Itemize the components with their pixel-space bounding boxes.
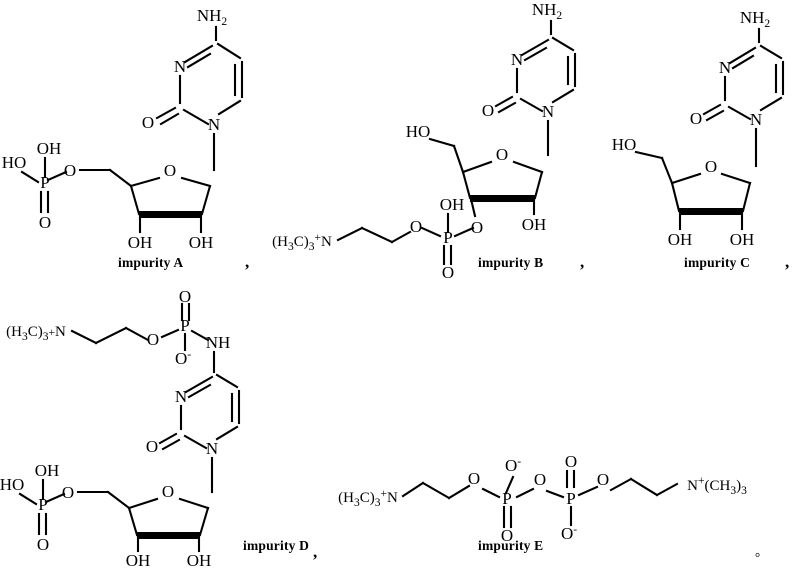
impurity-c-svg: NH2 N N O O HO OH OH	[612, 8, 785, 249]
label-amine-n: NH2	[197, 6, 228, 28]
label-ho-5prime: HO	[406, 122, 431, 141]
phosphate-bonds	[18, 478, 66, 536]
separator-after-impurity-a: ,	[245, 252, 250, 271]
label-ester-o-right: O	[471, 218, 483, 237]
label-ester-o-left: O	[468, 469, 480, 488]
label-carbonyl-o: O	[482, 101, 494, 120]
cytosine-ring-bonds	[702, 27, 785, 168]
impurity-d-svg: (H3C)3+N O P O O- NH	[0, 287, 241, 568]
label-carbonyl-o: O	[146, 437, 158, 456]
label-ring-n3: N	[719, 58, 731, 77]
label-oh-2prime: OH	[187, 551, 212, 568]
label-ribose-ring-o: O	[162, 482, 174, 501]
cytosine-ring-bonds	[155, 25, 244, 172]
label-phosphorus: P	[443, 228, 452, 247]
pyrophosphate-chain-bonds	[401, 469, 679, 529]
label-phosphorus: P	[38, 495, 47, 514]
label-ribose-ring-o: O	[496, 145, 508, 164]
label-p-o-double: O	[39, 213, 51, 232]
label-ring-n3: N	[175, 387, 187, 406]
caption-impurity-d: impurity D	[243, 538, 310, 553]
structure-impurity-b: NH2 N N O O HO OH	[270, 0, 590, 282]
label-ribose-ring-o: O	[705, 157, 717, 176]
phosphoramidate-bonds	[70, 302, 216, 374]
label-amine-n: NH2	[532, 0, 563, 22]
structure-impurity-d: (H3C)3+N O P O O- NH	[0, 287, 340, 568]
label-oh-2prime: OH	[522, 215, 547, 234]
label-ring-n3: N	[511, 50, 523, 69]
label-ring-n1: N	[206, 439, 218, 458]
label-phosphorus: P	[40, 173, 49, 192]
separator-after-impurity-d: ,	[313, 542, 318, 561]
label-ribose-ring-o: O	[164, 161, 176, 180]
label-ring-n1: N	[542, 102, 554, 121]
caption-impurity-b: impurity B	[478, 255, 544, 270]
phosphate-bonds	[20, 156, 68, 214]
label-ho-5prime: HO	[612, 135, 637, 154]
label-ester-o: O	[64, 161, 76, 180]
ribose-ring-bonds	[634, 150, 752, 231]
label-p-left-o-minus: O-	[505, 456, 521, 475]
label-p-ho-left: HO	[2, 153, 27, 172]
label-ring-n3: N	[174, 57, 186, 76]
label-p-right-o-double: O	[565, 452, 577, 471]
label-oh-3prime: OH	[668, 230, 693, 249]
ribose-ring-bonds	[78, 168, 212, 234]
label-left-choline-group: (H3C)3+N	[338, 488, 398, 509]
caption-impurity-a: impurity A	[118, 255, 184, 270]
impurity-a-svg: NH2 N N O	[2, 6, 244, 252]
caption-impurity-c: impurity C	[684, 255, 751, 270]
impurity-e-svg: (H3C)3+N O P O- O O P O O- O N+(CH3)3	[338, 452, 747, 545]
label-top-phosphorus: P	[180, 316, 189, 335]
label-ester-o-left: O	[410, 217, 422, 236]
label-ring-n1: N	[750, 110, 762, 129]
label-p-oh-top: OH	[35, 461, 60, 480]
cytosine-ring-bonds	[158, 373, 241, 494]
label-top-p-o-minus: O-	[175, 349, 191, 368]
label-ring-n1: N	[208, 115, 220, 134]
structure-impurity-a: NH2 N N O	[0, 0, 280, 252]
impurity-b-svg: NH2 N N O O HO OH	[272, 0, 577, 282]
phosphocholine-bonds	[336, 212, 475, 266]
caption-impurity-e: impurity E	[478, 538, 544, 553]
label-top-ester-o: O	[147, 330, 159, 349]
label-right-choline-group: N+(CH3)3	[687, 475, 747, 497]
label-p-right: P	[566, 489, 575, 508]
label-carbonyl-o: O	[142, 113, 154, 132]
label-amide-nh: NH	[206, 333, 231, 352]
label-choline-group: (H3C)3+N	[272, 232, 332, 253]
label-p-ho-left: HO	[0, 475, 24, 494]
label-ester-o: O	[62, 483, 74, 502]
label-choline-group: (H3C)3+N	[6, 324, 66, 343]
label-oh-3prime: OH	[128, 233, 153, 252]
separator-after-impurity-b: ,	[580, 252, 585, 271]
label-oh-2prime: OH	[730, 230, 755, 249]
label-top-p-o-double: O	[179, 287, 191, 306]
label-amine-n: NH2	[740, 8, 771, 30]
label-ester-o-right: O	[597, 470, 609, 489]
separator-after-impurity-c: ,	[785, 252, 790, 271]
structure-impurity-e: (H3C)3+N O P O- O O P O O- O N+(CH3)3	[335, 445, 775, 545]
cytosine-ring-bonds	[494, 19, 577, 157]
label-bridge-o: O	[534, 470, 546, 489]
label-p-left: P	[502, 489, 511, 508]
ribose-ring-bonds	[76, 490, 210, 553]
separator-after-impurity-e: 。	[755, 544, 769, 559]
label-p-left-o-double: O	[501, 526, 513, 545]
label-p-o-double: O	[37, 535, 49, 554]
label-oh-3prime: OH	[126, 551, 151, 568]
label-p-oh-top: OH	[440, 195, 465, 214]
label-oh-2prime: OH	[189, 233, 214, 252]
structure-impurity-c: NH2 N N O O HO OH OH	[600, 0, 800, 250]
label-p-right-o-minus: O-	[561, 524, 577, 543]
label-carbonyl-o: O	[690, 109, 702, 128]
label-p-oh-top: OH	[37, 139, 62, 158]
label-p-o-double: O	[442, 263, 454, 282]
ribose-ring-bonds	[428, 137, 544, 218]
